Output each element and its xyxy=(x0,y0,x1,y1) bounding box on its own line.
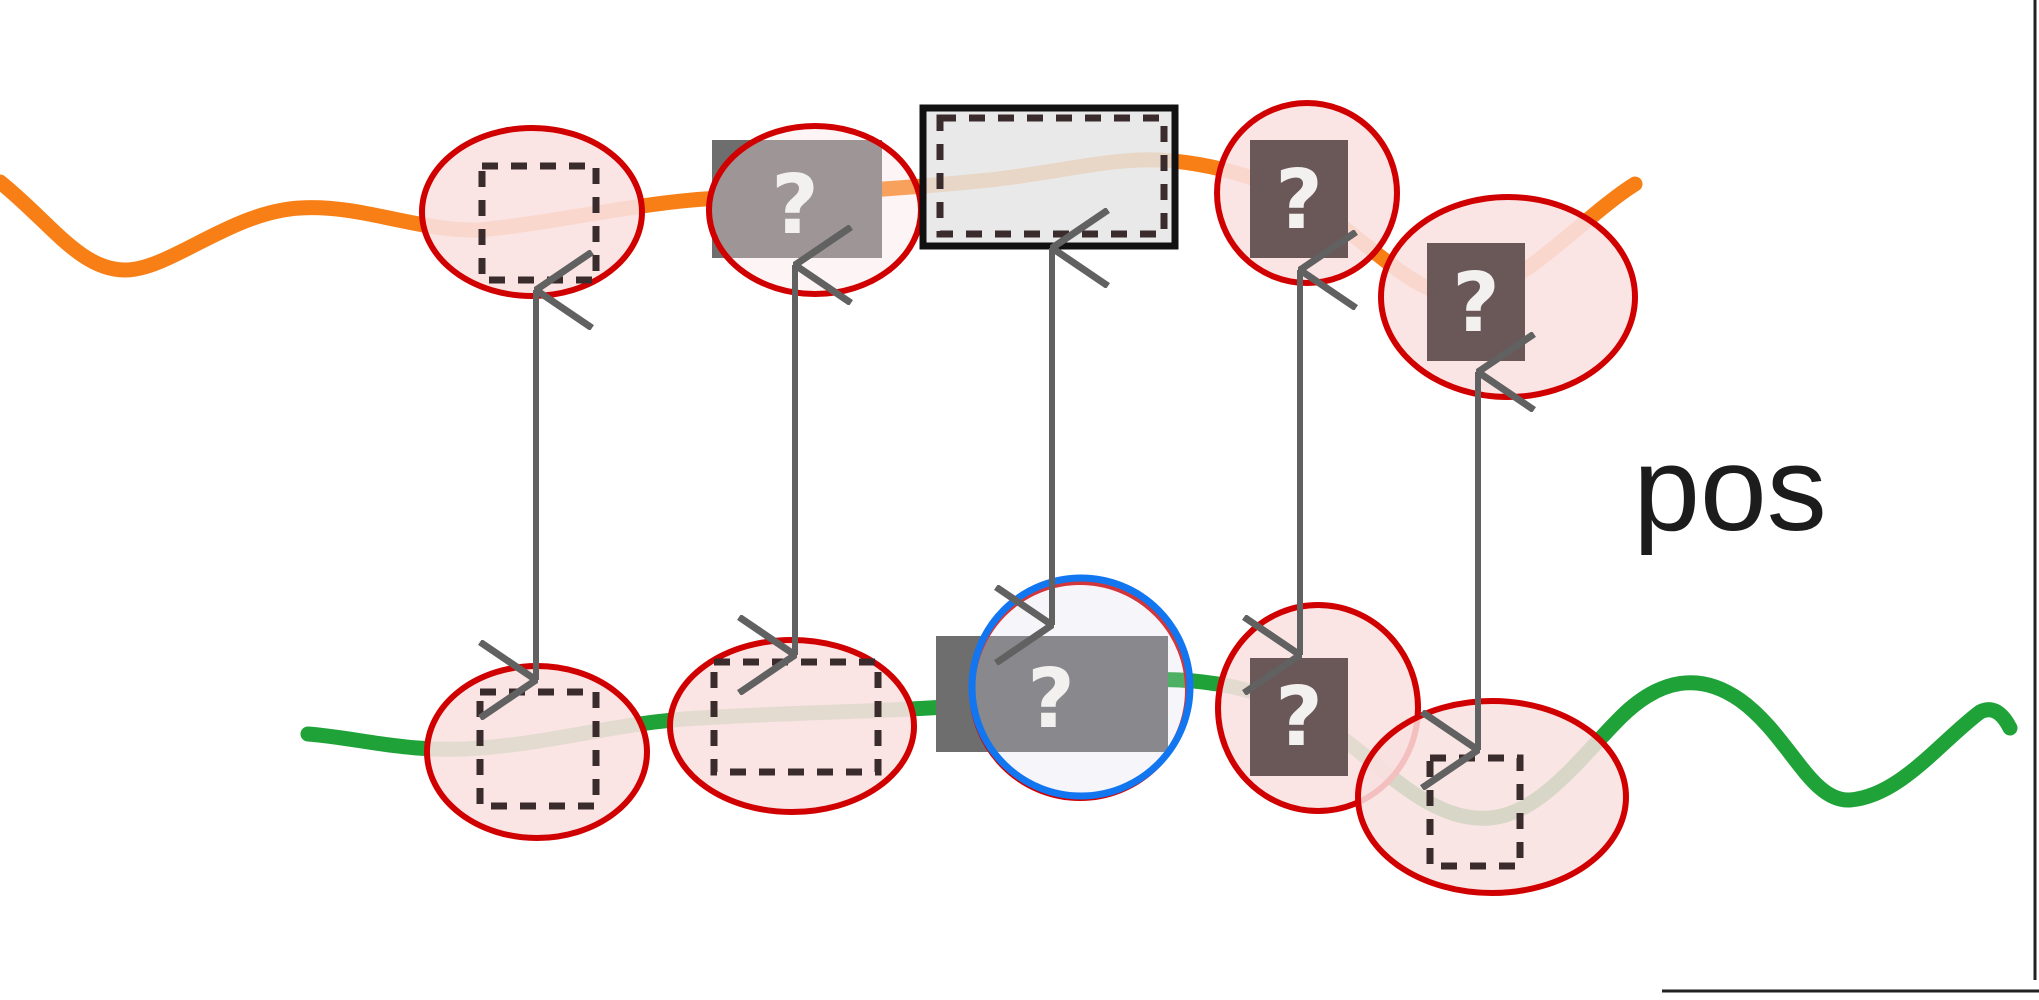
top-slot-1-highlight xyxy=(419,125,645,299)
bottom-slot-2-highlight xyxy=(667,637,917,815)
bottom-slot-3-selection-ring xyxy=(968,574,1194,800)
bottom-slot-1-highlight xyxy=(424,663,650,841)
pos-label: pos xyxy=(1633,422,1826,556)
bottom-slot-2-empty-box xyxy=(710,658,882,776)
top-slot-4-unknown-token: ? xyxy=(1275,153,1323,248)
bottom-slot-3-unknown-token: ? xyxy=(1027,652,1075,747)
top-slot-3-dashed-inner xyxy=(936,114,1168,238)
bottom-slot-5-highlight xyxy=(1355,698,1629,896)
top-slot-2-unknown-token: ? xyxy=(771,158,819,253)
top-slot-5-unknown-token: ? xyxy=(1452,256,1500,351)
top-slot-3-gap-box xyxy=(919,104,1179,250)
bottom-slot-4-unknown-token: ? xyxy=(1275,670,1323,765)
